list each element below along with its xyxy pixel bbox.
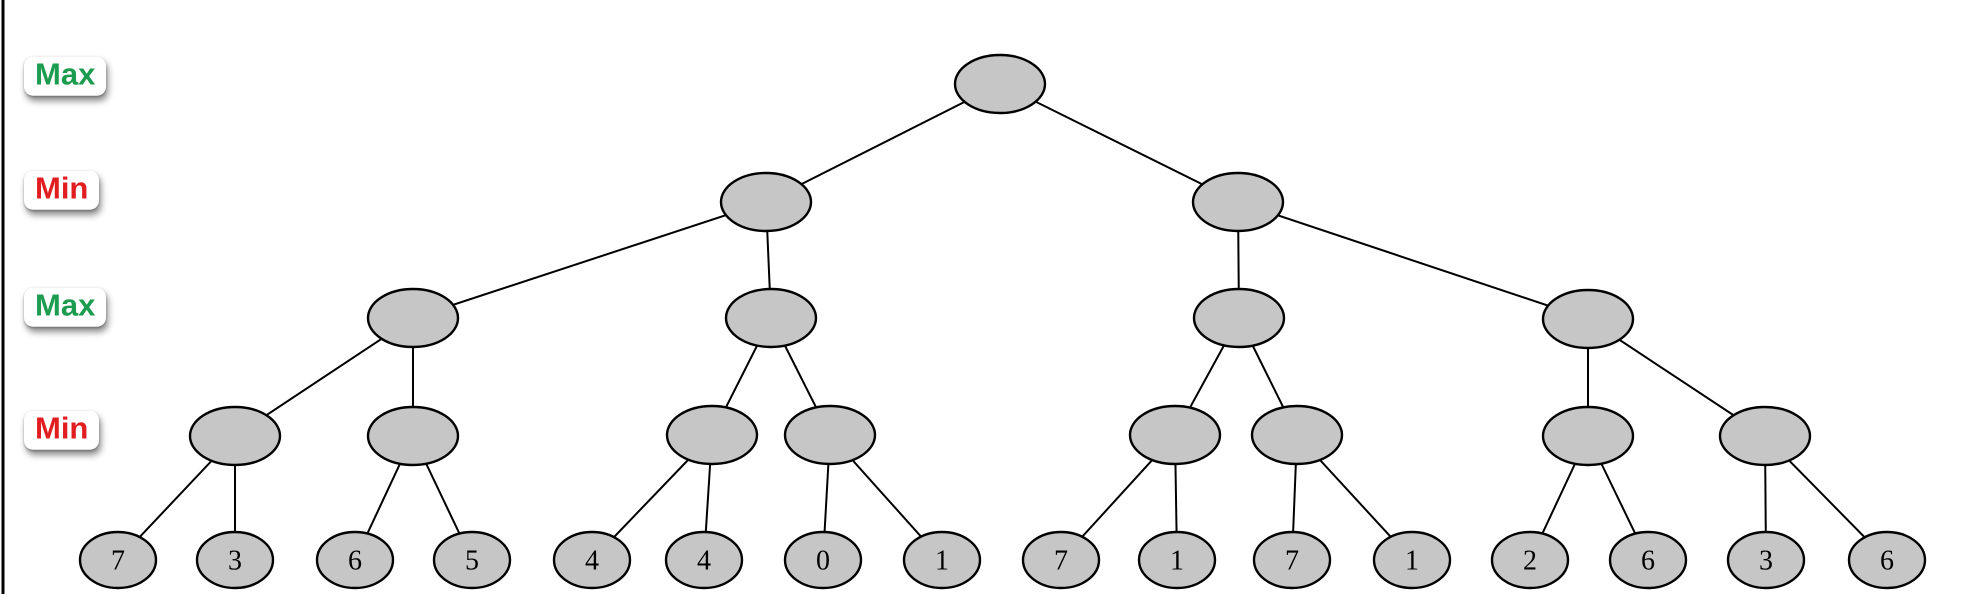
leaf-value: 5 — [465, 546, 479, 577]
leaf-node — [902, 530, 982, 590]
leaf-node — [552, 530, 632, 590]
leaf-value: 7 — [1285, 546, 1299, 577]
level-label-max-2: Max — [24, 287, 107, 327]
leaf-value: 3 — [1759, 546, 1773, 577]
leaf-node — [1372, 530, 1452, 590]
tree-edge — [999, 83, 1239, 203]
leaf-node — [78, 530, 158, 590]
max-node — [366, 287, 460, 349]
leaf-node — [1252, 530, 1332, 590]
leaf-value: 1 — [1405, 546, 1419, 577]
min-node — [1541, 405, 1635, 467]
max-node — [1541, 288, 1635, 350]
leaf-value: 0 — [816, 546, 830, 577]
leaf-value: 7 — [1054, 546, 1068, 577]
leaf-value: 4 — [585, 546, 599, 577]
min-node — [783, 404, 877, 466]
leaf-node — [1608, 530, 1688, 590]
min-node — [665, 404, 759, 466]
leaf-value: 6 — [348, 546, 362, 577]
tree-edge — [1237, 201, 1589, 320]
leaf-node — [664, 530, 744, 590]
leaf-value: 1 — [1170, 546, 1184, 577]
min-node — [719, 171, 813, 233]
min-node — [1250, 404, 1344, 466]
max-node — [1192, 287, 1286, 349]
leaf-value: 3 — [228, 546, 242, 577]
leaf-node — [1021, 530, 1101, 590]
leaf-value: 6 — [1880, 546, 1894, 577]
level-label-min-1: Min — [24, 170, 100, 210]
max-node — [724, 287, 818, 349]
tree-edge — [412, 201, 767, 319]
min-node — [366, 405, 460, 467]
leaf-value: 6 — [1641, 546, 1655, 577]
leaf-value: 2 — [1523, 546, 1537, 577]
level-label-min-3: Min — [24, 410, 100, 450]
leaf-node — [1726, 530, 1806, 590]
leaf-node — [195, 530, 275, 590]
leaf-node — [432, 530, 512, 590]
leaf-value: 1 — [935, 546, 949, 577]
min-node — [1191, 171, 1285, 233]
leaf-node — [1847, 530, 1927, 590]
leaf-node — [783, 530, 863, 590]
level-label-max-root: Max — [24, 56, 107, 96]
min-node — [1128, 404, 1222, 466]
max-node — [953, 53, 1047, 115]
leaf-value: 4 — [697, 546, 711, 577]
leaf-value: 7 — [111, 546, 125, 577]
min-node — [188, 405, 282, 467]
min-node — [1718, 405, 1812, 467]
tree-edge — [765, 83, 1001, 203]
leaf-node — [315, 530, 395, 590]
leaf-node — [1490, 530, 1570, 590]
leaf-node — [1137, 530, 1217, 590]
